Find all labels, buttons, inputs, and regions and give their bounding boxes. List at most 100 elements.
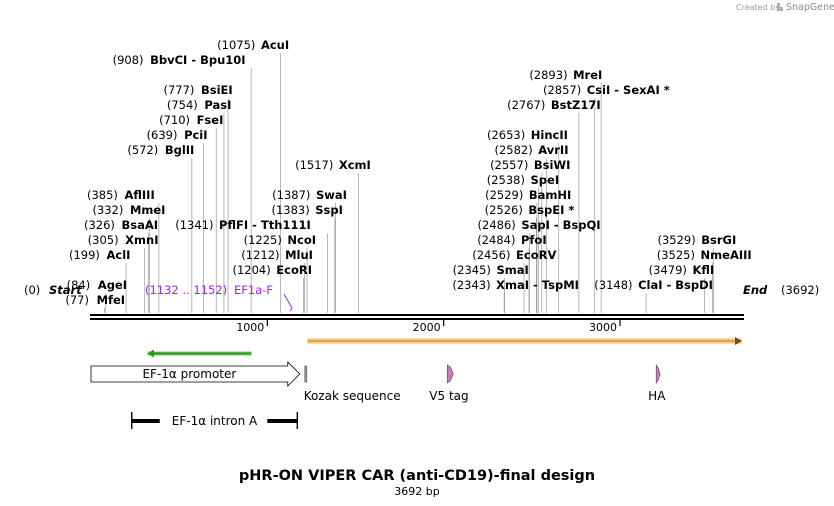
sequence-backbone [90,314,744,320]
promoter-feature[interactable] [90,361,301,387]
kozak-label: Kozak sequence [304,389,401,403]
promoter-label: EF-1α promoter [142,367,236,381]
site-bstz17i[interactable]: (2767) BstZ17I [507,98,601,112]
site-agei[interactable]: (84)AgeI [67,278,127,292]
site-name: AcuI [261,38,289,52]
site-pcii[interactable]: (639)PciI [147,128,208,142]
site-ecorv[interactable]: (2456)EcoRV [472,248,556,262]
site-name: BbvCI - Bpu10I [150,53,245,67]
site-position: (639) [147,128,178,142]
site-smai[interactable]: (2345) SmaI [453,263,529,277]
site-xmni[interactable]: (305)XmnI [88,233,159,247]
map-title: pHR-ON VIPER CAR (anti-CD19)-final desig… [239,468,595,484]
site-bspei[interactable]: (2526)BspEI * [485,203,575,217]
site-pfoi[interactable]: (2484)PfoI [477,233,546,247]
site-swai[interactable]: (1387)SwaI [272,188,347,202]
site-position: (572) [127,143,158,157]
site-sspi[interactable]: (1383)SspI [271,203,342,217]
site-position: (2857) [543,83,581,97]
site-csii[interactable]: (2857) CsiI - SexAI * [543,83,670,97]
site-name: PasI [204,98,231,112]
features: EF-1α promoter Kozak sequence V5 tag HA … [90,361,666,429]
site-position: (908) [113,53,144,67]
site-position: (777) [164,83,195,97]
site-mmei[interactable]: (332)MmeI [92,203,165,217]
site-avrii[interactable]: (2582)AvrII [494,143,568,157]
site-mrei[interactable]: (2893)MreI [529,68,602,82]
end-position: (3692) [781,283,819,297]
site-position: (2767) [507,98,545,112]
map-length: 3692 bp [394,485,439,498]
site-nmeaiii[interactable]: (3525) NmeAIII [657,248,752,262]
site-position: (84) [67,278,91,292]
site-name: XmaI - TspMI [496,278,579,292]
site-afliii[interactable]: (385)AflIII [87,188,155,202]
site-position: (1341) [175,218,213,232]
site-position: (2893) [529,68,567,82]
site-mfei[interactable]: (77)MfeI [65,293,125,307]
site-bsrgi[interactable]: (3529)BsrGI [657,233,736,247]
site-position: (2343) [452,278,490,292]
site-bsiwi[interactable]: (2557)BsiWI [490,158,570,172]
site-clai[interactable]: (3148)ClaI - BspDI [594,278,713,292]
site-name: MfeI [97,293,126,307]
site-position: (3525) [657,248,695,262]
site-name: CsiI - SexAI * [587,83,670,97]
credit-text: Created by [736,3,780,12]
site-name: PflFI - Tth111I [219,218,311,232]
site-bsaai[interactable]: (326)BsaAI [84,218,158,232]
site-position: (754) [167,98,198,112]
site-bglii[interactable]: (572)BglII [127,143,194,157]
site-bamhi[interactable]: (2529)BamHI [485,188,571,202]
site-name: SmaI [496,263,528,277]
intron-label: EF-1α intron A [172,414,258,428]
ha-feature[interactable] [655,364,661,384]
site-ecori[interactable]: (1204)EcoRI [232,263,312,277]
site-name: BsiEI [201,83,233,97]
site-name: HincII [531,128,568,142]
site-pflfi[interactable]: (1341) PflFI - Tth111I [175,218,310,232]
site-fsei[interactable]: (710)FseI [159,113,223,127]
site-position: (3479) [649,263,687,277]
orange-orf-arrowhead [735,337,742,345]
site-position: (2653) [487,128,525,142]
site-name: BstZ17I [551,98,601,112]
site-name: SpeI [531,173,560,187]
v5-tag-label: V5 tag [429,389,468,403]
site-name: MluI [285,248,313,262]
end-label: End [743,283,768,297]
site-name: KflI [692,263,714,277]
site-mlui[interactable]: (1212)MluI [241,248,313,262]
site-sapi[interactable]: (2486)SapI - BspQI [478,218,601,232]
site-acli[interactable]: (199)AclI [69,248,130,262]
kozak-feature[interactable] [304,365,308,383]
site-name: FseI [197,113,224,127]
site-name: MmeI [130,203,166,217]
site-xmai[interactable]: (2343) XmaI - TspMI [452,278,579,292]
green-orf-arrowhead [147,349,155,358]
start-label: Start [49,283,82,297]
site-kfli[interactable]: (3479) KflI [649,263,715,277]
site-hincii[interactable]: (2653) HincII [487,128,568,142]
site-position: (305) [88,233,119,247]
site-ncoi[interactable]: (1225)NcoI [244,233,316,247]
site-name: EcoRI [276,263,312,277]
site-name: BspEI * [528,203,574,217]
v5-tag-feature[interactable] [446,364,454,384]
site-position: (2345) [453,263,491,277]
site-position: (1517) [295,158,333,172]
site-xcmi[interactable]: (1517)XcmI [295,158,371,172]
site-position: (2456) [472,248,510,262]
site-spei[interactable]: (2538)SpeI [487,173,559,187]
site-position: (2484) [477,233,515,247]
intron-feature[interactable] [131,412,299,429]
site-name: AflIII [124,188,154,202]
site-position: (2582) [494,143,532,157]
site-pasi[interactable]: (754) PasI [167,98,232,112]
site-bbvci[interactable]: (908) BbvCI - Bpu10I [113,53,246,67]
site-name: BsrGI [701,233,736,247]
site-acui[interactable]: (1075)AcuI [217,38,289,52]
site-name: NmeAIII [701,248,752,262]
site-bsiei[interactable]: (777) BsiEI [164,83,233,97]
